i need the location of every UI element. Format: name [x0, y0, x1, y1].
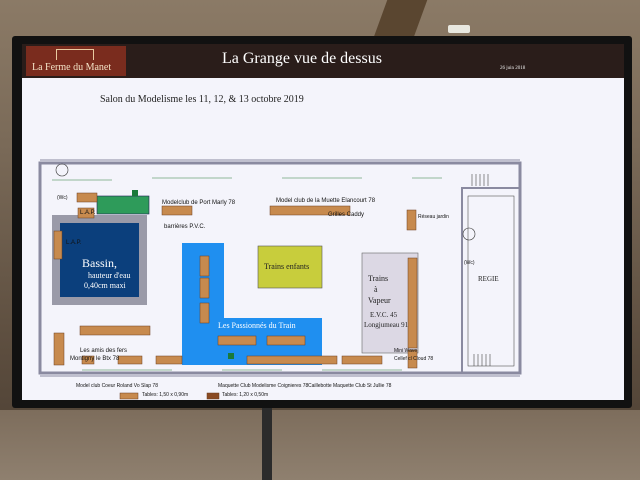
reseau-jardin-zone — [96, 195, 150, 215]
slide-title: La Grange vue de dessus — [222, 50, 382, 67]
bassin-depth-label: hauteur d'eau — [88, 271, 131, 280]
bassin-water — [60, 223, 139, 297]
legend-small-text: Tables: 1,20 x 0,50m — [222, 392, 269, 398]
passionnes-zone — [182, 243, 322, 365]
passionnes-label: Les Passionnés du Train — [218, 321, 296, 330]
vapeur-label-3: Vapeur — [368, 296, 391, 305]
port-marly-label: Modelclub de Port Marly 78 — [162, 200, 236, 206]
logo-roof-icon — [56, 49, 94, 60]
vapeur-label-2: à — [374, 285, 378, 294]
model-club-coeur-label: Model club Coeur Roland Vo Slap 78 — [76, 383, 158, 389]
trains-enfants-zone — [257, 245, 323, 289]
marker-square — [132, 190, 138, 196]
regie-room — [467, 195, 515, 367]
bassin-label: Bassin, — [82, 256, 118, 270]
wc-circle-icon — [55, 163, 69, 177]
tv-stand — [262, 405, 272, 480]
barrieres-pvc-label: barrières P.V.C. — [164, 224, 206, 230]
tables-group — [53, 192, 418, 369]
trains-enfants-label: Trains enfants — [264, 262, 310, 271]
legend-swatch-large — [119, 392, 139, 400]
stairs-top — [471, 174, 489, 186]
maquette-club-label: Maquette Club Modelisme Coignieres 78 — [218, 383, 309, 389]
bassin-depth-value: 0,40cm maxi — [84, 281, 126, 290]
ferme-logo: La Ferme du Manet — [26, 46, 126, 76]
slide-date: 26 juin 2018 — [500, 66, 526, 71]
slide-header: La Ferme du Manet La Grange vue de dessu… — [22, 44, 624, 78]
cellef-label: Cellef cl Cloud 78 — [394, 356, 434, 362]
wc-label: (Wc) — [57, 195, 68, 201]
longjumeau-label: Longjumeau 91 — [364, 321, 409, 329]
floor-plan-drawing — [38, 159, 522, 400]
wc-label: (Wc) — [464, 260, 475, 266]
tv-screen: La Ferme du Manet La Grange vue de dessu… — [22, 44, 624, 400]
ceiling-light — [448, 25, 470, 33]
regie-label: REGIE — [478, 275, 499, 283]
marker-square — [228, 353, 234, 359]
lap-top-label: L.A.P. — [80, 210, 96, 216]
muette-label: Model club de la Muette Elancourt 78 — [276, 198, 376, 204]
caillebotte-label: Caillebotte Maquette Club St Jullie 78 — [308, 383, 392, 389]
logo-text: La Ferme du Manet — [32, 62, 112, 73]
reseau-jardin-label: Réseau jardin — [418, 214, 449, 220]
amis-fer-label: Les amis des fers — [80, 348, 128, 354]
floor-plan: Bassin, hauteur d'eau 0,40cm maxi Trains… — [22, 78, 624, 400]
stairs-bottom — [473, 354, 491, 366]
barrier-lines — [52, 177, 442, 371]
vapeur-label-1: Trains — [368, 274, 389, 283]
legend-large-text: Tables: 1,50 x 0,90m — [142, 392, 189, 398]
lap-side-label: L.A.P. — [66, 240, 82, 246]
montigny-label: Montigny le Btx 78 — [70, 356, 120, 362]
mini-wave-label: Mini Wave — [394, 348, 418, 354]
legend-swatch-small — [206, 392, 220, 400]
floor — [0, 410, 640, 480]
grilles-caddy-label: Grilles Caddy — [328, 212, 365, 218]
regie-block — [461, 187, 521, 374]
evc-label: E.V.C. 45 — [370, 311, 398, 319]
event-subtitle: Salon du Modelisme les 11, 12, & 13 octo… — [100, 94, 304, 105]
wc-circle-icon — [462, 227, 476, 241]
